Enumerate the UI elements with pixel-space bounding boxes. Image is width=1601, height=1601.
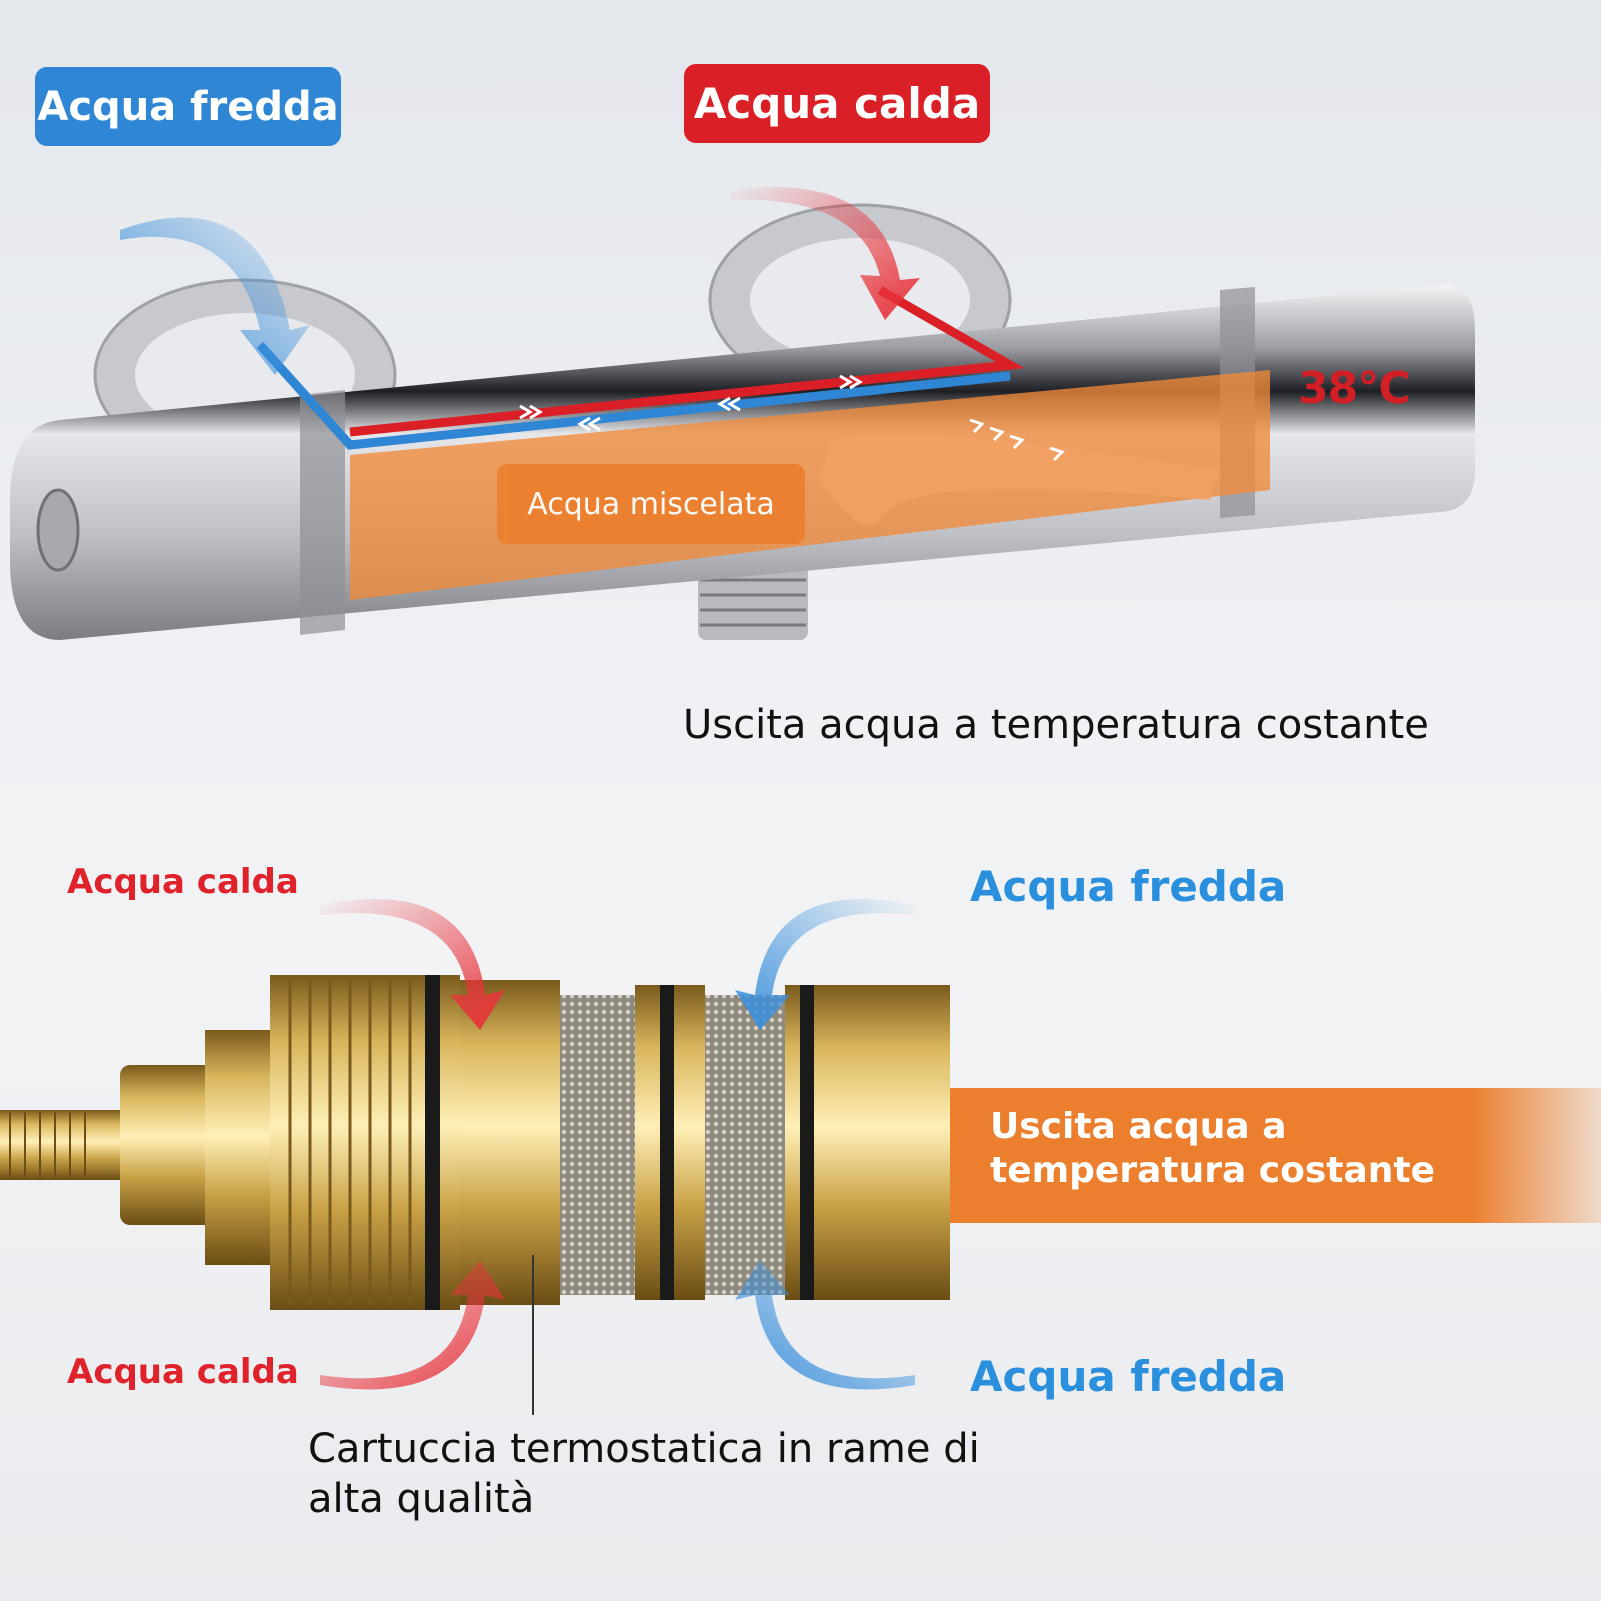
- outlet-label: Uscita acqua a temperatura costante: [990, 1106, 1436, 1191]
- hot-water-label: Acqua calda: [693, 79, 981, 128]
- thermostatic-cartridge-illustration: [0, 899, 1601, 1415]
- cold-water-label-top: Acqua fredda: [970, 862, 1287, 911]
- cold-water-label: Acqua fredda: [37, 83, 339, 130]
- constant-temperature-caption: Uscita acqua a temperatura costante: [683, 702, 1429, 748]
- cold-water-badge: Acqua fredda: [35, 67, 341, 146]
- hot-water-label-top: Acqua calda: [67, 862, 299, 902]
- hot-water-label-bottom: Acqua calda: [67, 1352, 299, 1392]
- mixer-valve-illustration: [10, 186, 1475, 640]
- hot-water-badge: Acqua calda: [684, 64, 990, 143]
- mixed-water-label: Acqua miscelata: [527, 486, 775, 522]
- cold-water-label-bottom: Acqua fredda: [970, 1352, 1287, 1401]
- cartridge-caption: Cartuccia termostatica in rame di alta q…: [308, 1426, 980, 1522]
- mixed-water-badge: Acqua miscelata: [497, 464, 805, 544]
- temperature-readout: 38℃: [1298, 363, 1411, 414]
